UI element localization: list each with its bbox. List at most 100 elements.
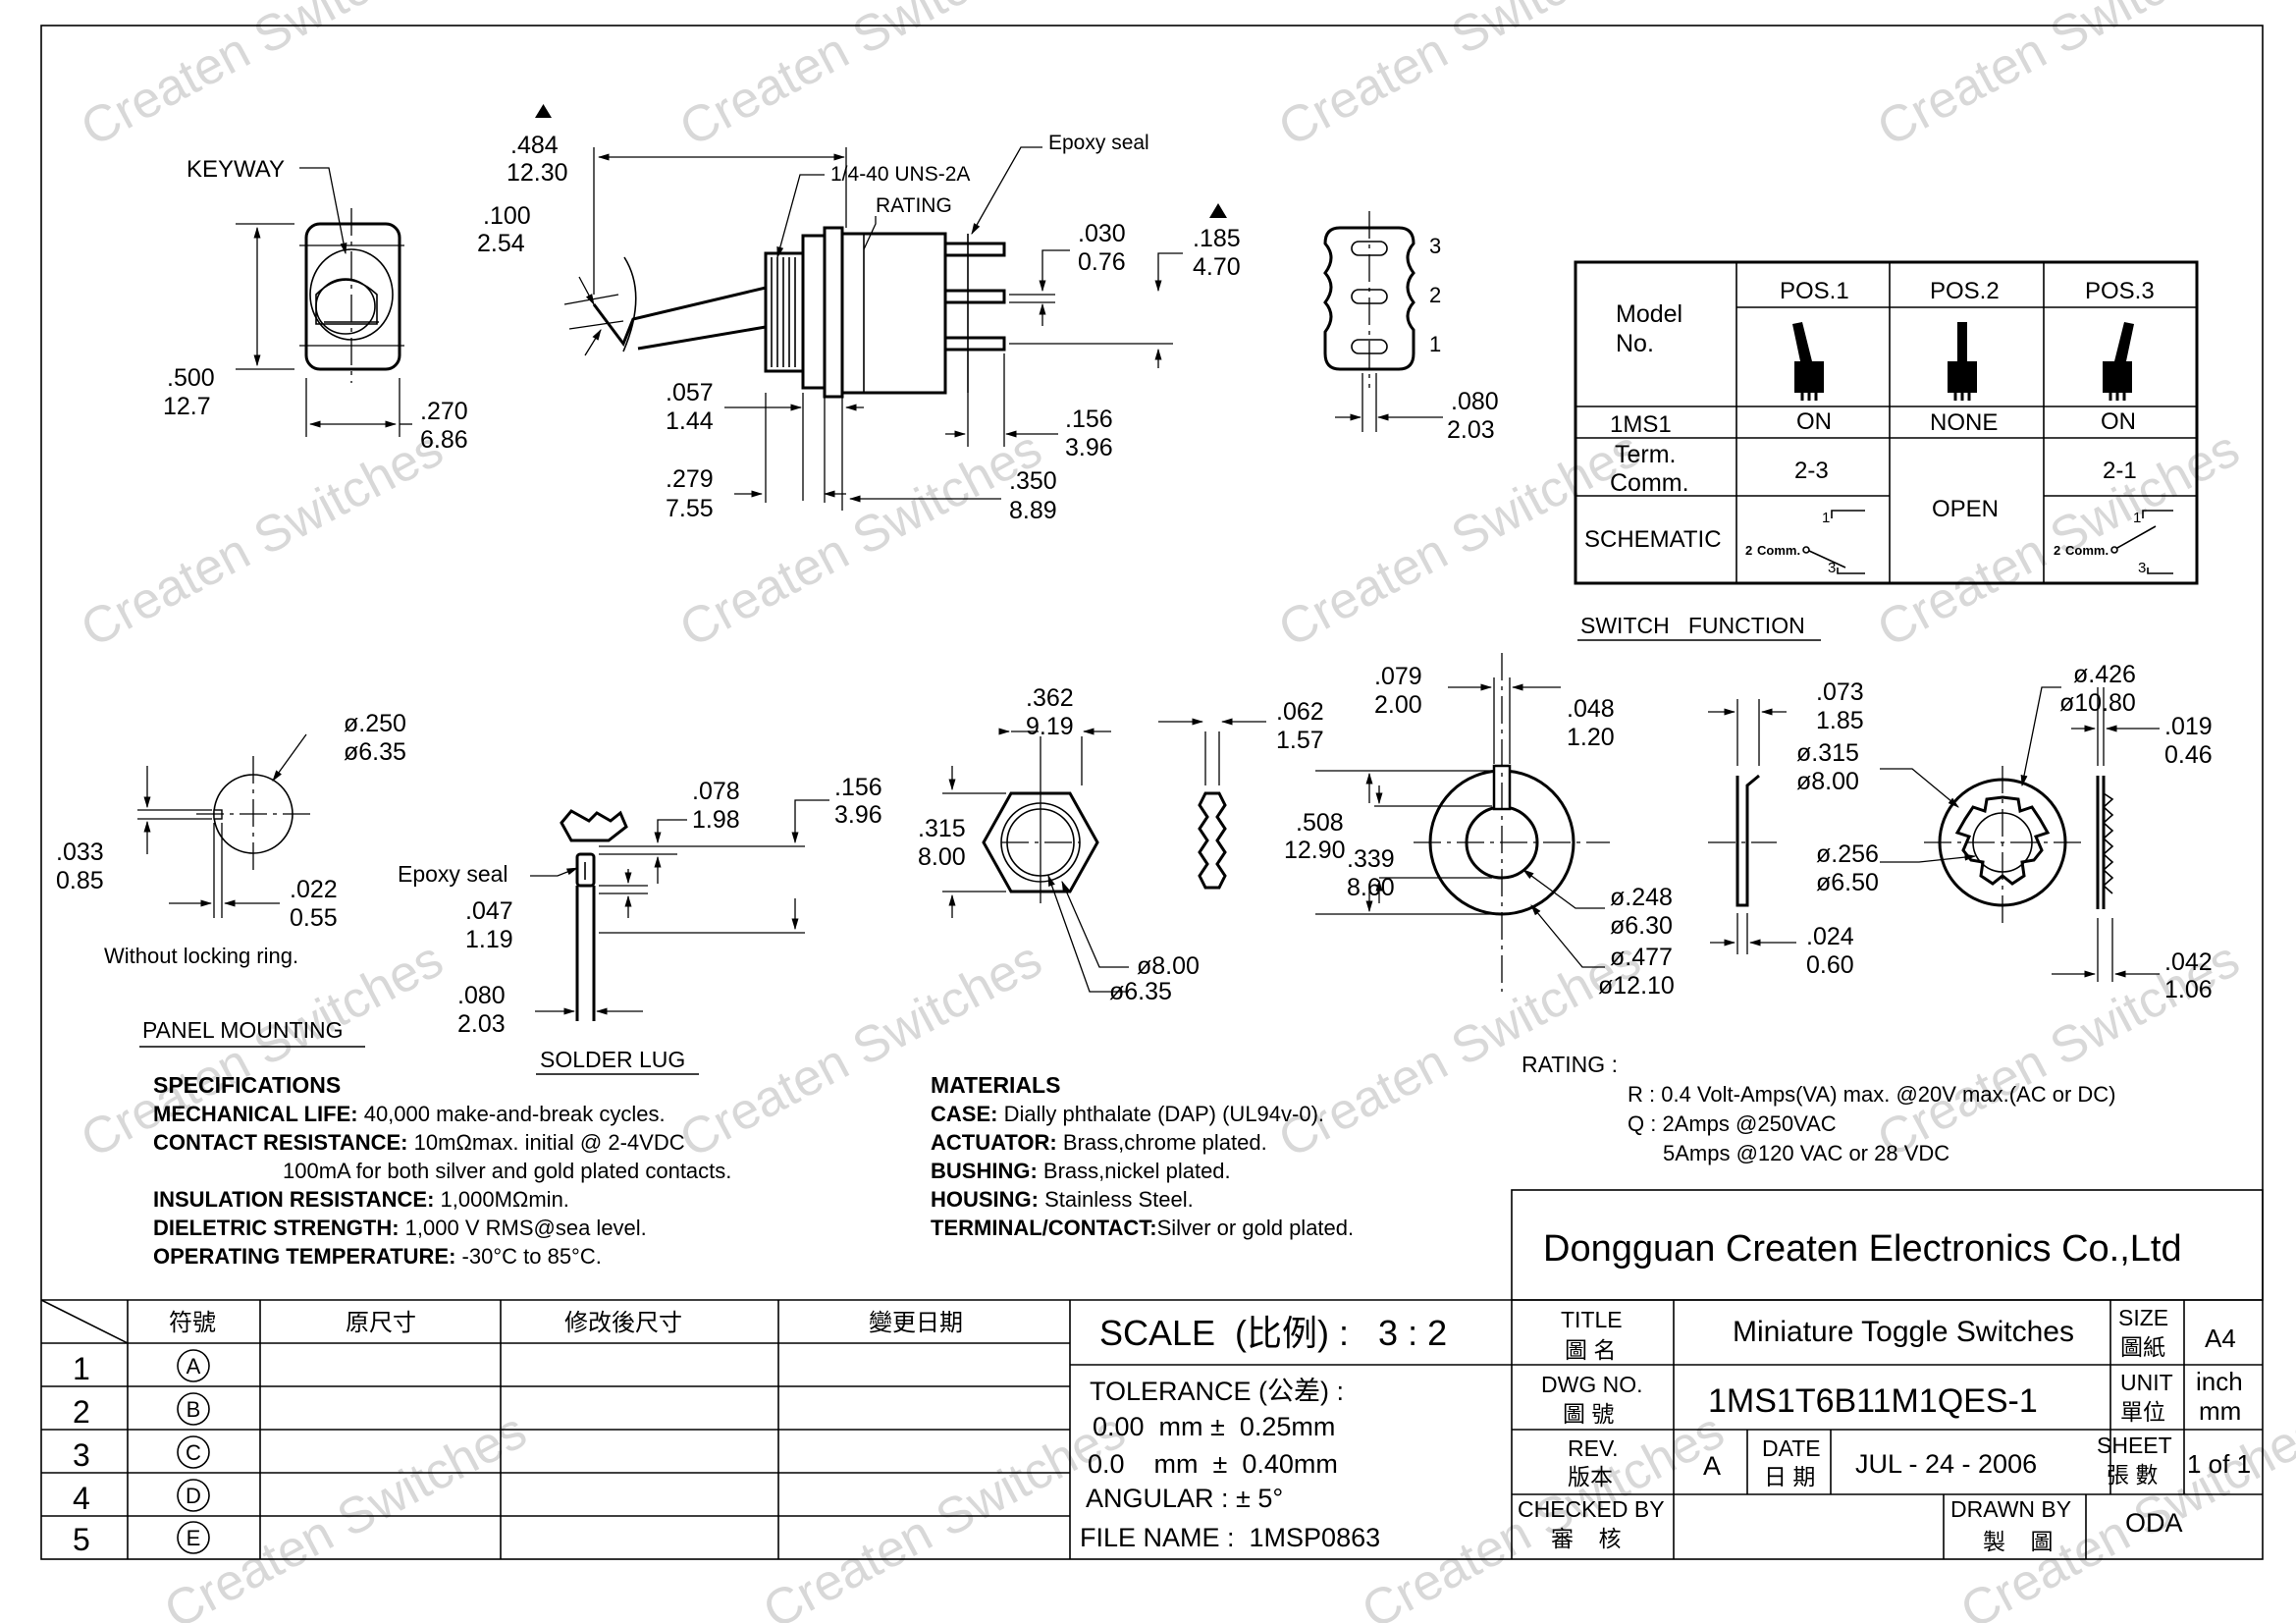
panel-mounting-view: ø.250 ø6.35 .033 0.85 .022 0.55 Without … [56, 710, 406, 1048]
comm-label: Comm. [1610, 469, 1689, 497]
keyed-washer-view: .079 2.00 .048 1.20 .508 12.90 .339 8.60… [1284, 653, 1864, 1000]
spec-value: 40,000 make-and-break cycles. [358, 1102, 666, 1126]
dim-width-mm: 6.86 [420, 426, 468, 454]
washer-b-in: .048 [1567, 695, 1615, 723]
rev-symbol: D [186, 1484, 201, 1508]
washer-h-in: .024 [1806, 923, 1854, 950]
rev-symbol: E [187, 1526, 201, 1550]
term-pos1: 2-3 [1794, 458, 1829, 484]
solder-lug-view: Epoxy seal .078 1.98 .156 3.96 .047 1.19… [398, 774, 882, 1075]
spec-label: DIELETRIC STRENGTH: [153, 1216, 400, 1240]
material-value: Brass,chrome plated. [1057, 1130, 1267, 1155]
company-name: Dongguan Createn Electronics Co.,Ltd [1543, 1228, 2182, 1270]
lockwasher-b-in: ø.315 [1796, 739, 1859, 767]
dim-350-mm: 8.89 [1009, 497, 1057, 524]
date-label-en: DATE [1762, 1435, 1821, 1461]
unit-label-cn: 單位 [2120, 1399, 2165, 1425]
keyway-height-in: .033 [56, 839, 104, 866]
keyway-depth-in: .022 [290, 876, 338, 903]
nut-d-in: .062 [1276, 698, 1324, 726]
schematic-label: SCHEMATIC [1584, 526, 1722, 553]
specs-title: SPECIFICATIONS [153, 1072, 341, 1098]
watermark: Createn Switches [72, 420, 452, 659]
rev-row-number: 2 [73, 1394, 90, 1430]
spec-label: OPERATING TEMPERATURE: [153, 1244, 455, 1269]
toggle-pos1-icon [1792, 322, 1824, 401]
dim-156-in: .156 [1065, 406, 1113, 433]
rev-symbol: B [187, 1397, 201, 1422]
watermark: Createn Switches [1868, 0, 2248, 158]
size-value: A4 [2205, 1324, 2236, 1353]
nut-c-mm: ø6.35 [1109, 978, 1172, 1005]
toggle-pos3-icon [2103, 322, 2134, 401]
spec-line: MECHANICAL LIFE: 40,000 make-and-break c… [153, 1102, 666, 1126]
dim-484-in: .484 [510, 132, 559, 159]
schematic-terminal-2: 2 [1745, 543, 1752, 558]
nut-b-mm: 8.00 [918, 843, 966, 871]
schematic-pos3-icon: 1 2 Comm. 3 [2054, 510, 2173, 576]
thread-label: 1/4-40 UNS-2A [830, 163, 970, 186]
dim-156-mm: 3.96 [1065, 434, 1113, 461]
date-value: JUL - 24 - 2006 [1855, 1449, 2037, 1479]
terminal-1-label: 1 [1429, 332, 1441, 356]
washer-d-mm: 8.60 [1347, 874, 1395, 901]
rev-header-date: 變更日期 [869, 1310, 963, 1336]
lug-a-mm: 1.98 [692, 806, 740, 834]
term-label: Term. [1615, 441, 1677, 468]
keyway-height-mm: 0.85 [56, 867, 104, 894]
nut-b-in: .315 [918, 815, 966, 842]
spec-value: 1,000MΩmin. [434, 1187, 569, 1212]
rev-row-number: 1 [73, 1351, 90, 1386]
hex-nut-view: .362 9.19 .315 8.00 ø8.00 ø6.35 .062 1.5… [918, 684, 1324, 1005]
rev-row-number: 3 [73, 1437, 90, 1473]
rating-title: RATING : [1522, 1052, 1618, 1077]
schematic-comm: Comm. [1757, 543, 1800, 558]
drawn-value: ODA [2125, 1508, 2183, 1538]
size-label-cn: 圖紙 [2120, 1334, 2165, 1360]
spec-label: CONTACT RESISTANCE: [153, 1130, 408, 1155]
schematic-terminal-1: 1 [1822, 510, 1830, 526]
material-value: Brass,nickel plated. [1038, 1159, 1231, 1183]
tolerance-1: 0.00 mm ± 0.25mm [1093, 1412, 1335, 1441]
washer-f-in: ø.477 [1610, 944, 1673, 971]
schematic-terminal-3: 3 [1828, 560, 1836, 576]
dim-width-in: .270 [420, 398, 468, 425]
spec-line: DIELETRIC STRENGTH: 1,000 V RMS@sea leve… [153, 1216, 647, 1240]
spec-value: 10mΩmax. initial @ 2-4VDC [408, 1130, 685, 1155]
material-line: TERMINAL/CONTACT:Silver or gold plated. [931, 1216, 1354, 1240]
dim-057-in: .057 [666, 379, 714, 406]
rating-line: 5Amps @120 VAC or 28 VDC [1663, 1141, 1949, 1165]
watermark: Createn Switches [754, 1402, 1134, 1623]
washer-g-in: .073 [1816, 678, 1864, 706]
bottom-view: 3 2 1 .080 2.03 [1323, 211, 1499, 444]
material-label: BUSHING: [931, 1159, 1038, 1183]
spec-value: -30°C to 85°C. [455, 1244, 601, 1269]
date-label-cn: 日 期 [1764, 1464, 1815, 1489]
switch-function-caption: SWITCH FUNCTION [1580, 613, 1805, 638]
panel-dia-in: ø.250 [344, 710, 406, 737]
lockwasher-a-in: ø.426 [2073, 661, 2136, 688]
nut-a-in: .362 [1026, 684, 1074, 712]
dim-057-mm: 1.44 [666, 407, 714, 435]
material-label: TERMINAL/CONTACT: [931, 1216, 1157, 1240]
sheet-label-en: SHEET [2097, 1433, 2172, 1458]
washer-g-mm: 1.85 [1816, 707, 1864, 734]
watermark: Createn Switches [1269, 0, 1649, 158]
panel-mounting-caption: PANEL MOUNTING [142, 1017, 343, 1043]
schematic-comm: Comm. [2065, 543, 2109, 558]
pos3-state: ON [2101, 408, 2136, 435]
washer-c-mm: 12.90 [1284, 837, 1346, 864]
title-value: Miniature Toggle Switches [1733, 1316, 2074, 1348]
dim-100-in: .100 [483, 202, 531, 230]
watermark: Createn Switches [670, 420, 1050, 659]
materials-block: MATERIALS CASE: Dially phthalate (DAP) (… [931, 1072, 1354, 1240]
drawn-label-en: DRAWN BY [1950, 1496, 2071, 1522]
rev-label-en: REV. [1568, 1435, 1619, 1461]
washer-e-in: ø.248 [1610, 884, 1673, 911]
toggle-pos2-icon [1948, 322, 1977, 401]
material-value: Stainless Steel. [1039, 1187, 1194, 1212]
material-value: Silver or gold plated. [1157, 1216, 1355, 1240]
keyway-depth-mm: 0.55 [290, 904, 338, 932]
